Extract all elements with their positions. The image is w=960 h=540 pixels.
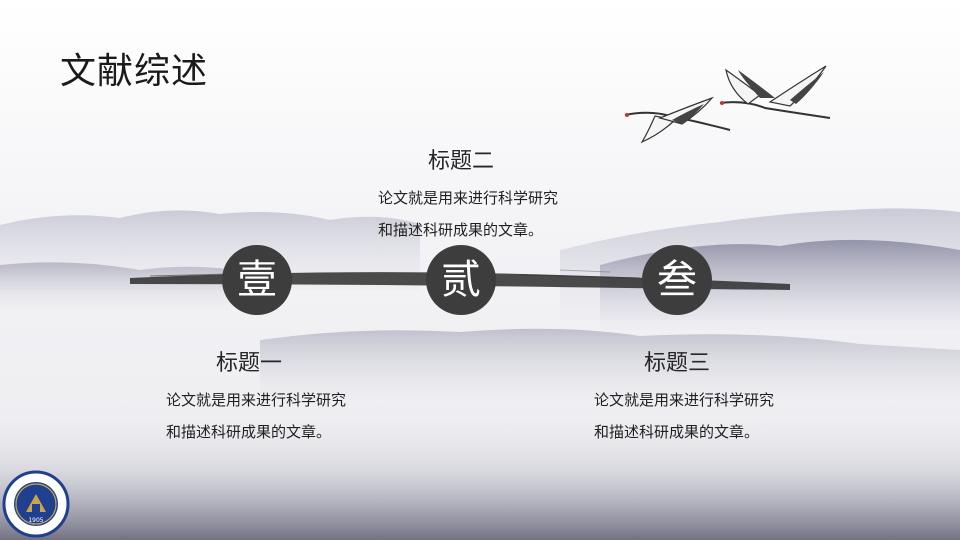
step-1-text: 论文就是用来进行科学研究和描述科研成果的文章。 [166, 391, 347, 441]
page-title: 文献综述 [60, 51, 209, 92]
step-2-text: 论文就是用来进行科学研究和描述科研成果的文章。 [378, 189, 559, 239]
crane-icon [719, 65, 831, 119]
step-3-heading: 标题三 [644, 351, 711, 376]
step-3-numeral-badge: 叁 [642, 245, 712, 315]
university-logo-icon: 1905 [2, 470, 70, 538]
logo-year: 1905 [28, 517, 43, 524]
step-2-heading: 标题二 [428, 149, 495, 174]
step-1-numeral-badge: 壹 [222, 245, 292, 315]
step-1-heading: 标题一 [216, 351, 283, 376]
step-2-numeral-badge: 贰 [426, 245, 496, 315]
step-3-text: 论文就是用来进行科学研究和描述科研成果的文章。 [594, 391, 775, 441]
crane-icon [624, 96, 731, 144]
